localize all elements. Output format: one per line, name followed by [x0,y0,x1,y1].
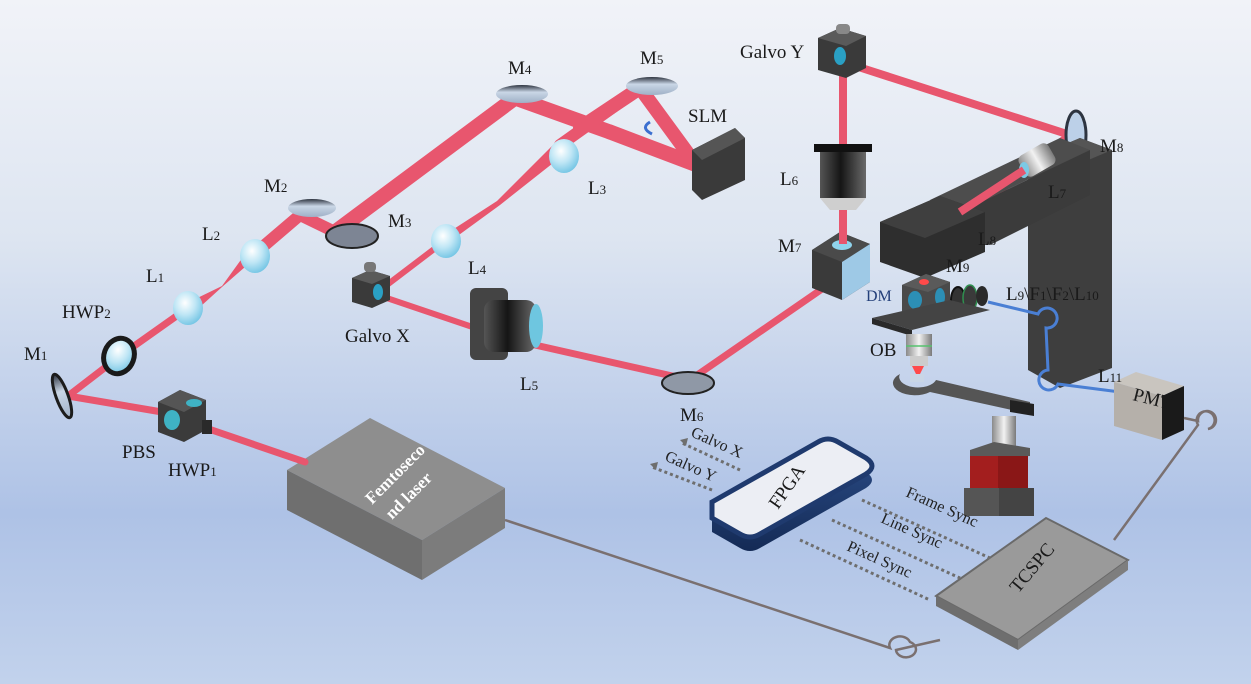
pmt-detector: PMT [1114,372,1184,440]
label-galvo-x: Galvo X [345,326,410,347]
mirror-m4 [496,85,548,103]
slm [644,120,745,200]
polarizing-beam-splitter [158,390,212,442]
label-l8: L8 [978,229,996,250]
mirror-m1 [50,372,74,420]
lens-l3 [549,139,579,173]
label-m1: M1 [24,344,47,365]
beam-m5-to-l3 [554,82,646,151]
arrow-galvo-y-icon [650,462,658,470]
label-l2: L2 [202,224,220,245]
beam-l1-l2-focus [185,250,253,316]
label-m3: M3 [388,211,411,232]
lens-l5-tube [470,288,543,360]
microscope-frame [872,138,1112,516]
label-filter-chain: L9\F1\F2\L10 [1006,284,1099,305]
detection-fiber [987,300,1121,394]
slm-rotation-arrow-icon [644,120,653,136]
label-l1: L1 [146,266,164,287]
label-m6: M6 [680,405,704,426]
galvo-y-scanner [818,24,866,78]
label-galvo-y: Galvo Y [740,42,804,63]
mirror-m6 [661,371,715,395]
lens-l7 [1018,143,1056,178]
mirror-m5 [626,77,678,95]
beam-m6-to-m7 [686,276,839,384]
tcspc-module: TCSPC [934,516,1130,650]
label-hwp1: HWP1 [168,460,217,481]
label-pbs: PBS [122,442,156,463]
label-m7: M7 [778,236,802,257]
electrical-cables [504,409,1218,659]
label-l4: L4 [468,258,487,279]
label-l5: L5 [520,374,538,395]
lens-l2 [240,239,270,273]
mirror-m3 [325,223,379,249]
label-hwp2: HWP2 [62,302,111,323]
arrow-galvo-x-icon [680,438,688,446]
femtosecond-laser: Femtoseco nd laser [287,418,505,580]
label-m8: M8 [1100,136,1123,157]
half-wave-plate-hwp2 [101,335,137,377]
lens-l4 [431,224,461,258]
label-l6: L6 [780,169,799,190]
beam-galvo-y-to-m8 [839,58,1074,139]
label-l7: L7 [1048,182,1067,203]
signal-lines [651,441,991,602]
label-m5: M5 [640,48,663,69]
mirror-m2 [288,199,336,217]
label-ob: OB [870,340,896,361]
label-l11: L11 [1098,366,1122,387]
beam-l3-l4-focus [446,142,562,240]
label-slm: SLM [688,106,727,127]
fpga-board: FPGA [709,436,875,551]
objective-ob [906,334,932,366]
signal-line-galvo-x [681,441,741,472]
label-m4: M4 [508,58,532,79]
z-stage [964,416,1034,516]
mirror-m7-cube [812,232,870,300]
beam-focus-at-sample [912,366,924,378]
label-l3: L3 [588,178,606,199]
galvo-x-scanner [352,262,390,308]
label-dm: DM [866,288,892,305]
label-m9: M9 [946,256,969,277]
beam-l5-to-m6 [531,341,694,384]
signal-line-galvo-y [651,465,713,492]
lens-l6 [814,144,872,244]
label-m2: M2 [264,176,287,197]
sample-stage-arm [892,374,1034,416]
lens-l1 [173,291,203,325]
